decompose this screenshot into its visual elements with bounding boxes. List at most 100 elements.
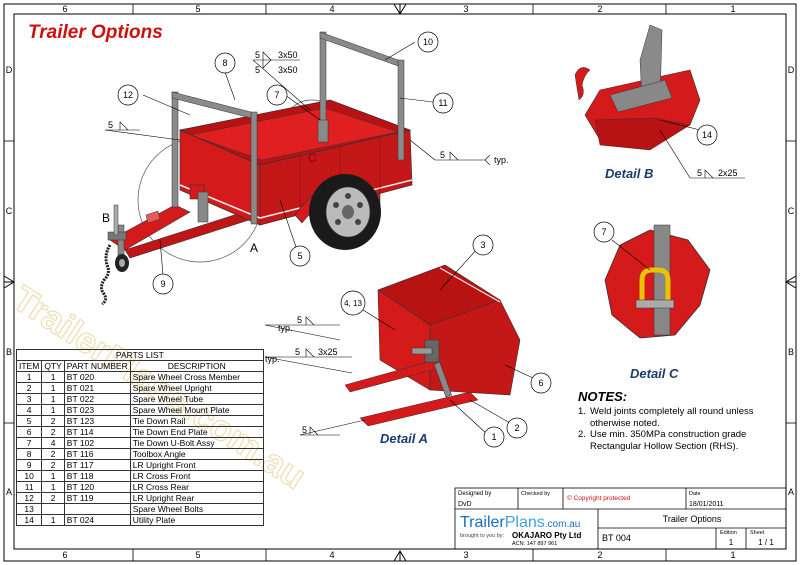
cell-item: 1 — [15, 371, 43, 383]
cell-part-number: BT 021 — [63, 382, 131, 394]
cell-part-number: BT 118 — [63, 470, 131, 482]
note-item: 1.Weld joints completely all round unles… — [578, 406, 778, 429]
cell-qty: 4 — [41, 437, 65, 449]
sheet-label: Sheet — [750, 530, 765, 536]
balloon-7: 7 — [274, 90, 279, 100]
designed-by-value: DvD — [458, 501, 472, 508]
weld-typ-a1: typ. — [278, 323, 293, 333]
detail-a-label: Detail A — [380, 431, 428, 446]
letter-b: B — [102, 211, 110, 225]
brought-by: brought to you by: — [460, 533, 505, 539]
parts-list-title: PARTS LIST — [16, 349, 264, 361]
company-name: OKAJARO Pty Ltd — [512, 531, 581, 540]
cell-qty: 1 — [41, 393, 65, 405]
col-description: DESCRIPTION — [129, 360, 264, 372]
weld-typ-side: typ. — [494, 155, 509, 165]
grid-col-3-top: 3 — [463, 4, 468, 14]
cell-item: 4 — [15, 404, 43, 416]
cell-qty: 2 — [41, 448, 65, 460]
cell-part-number: BT 120 — [63, 481, 131, 493]
cell-item: 14 — [15, 514, 43, 526]
cell-qty: 2 — [41, 459, 65, 471]
cell-qty: 2 — [41, 426, 65, 438]
weld-5-a3: 5 — [302, 425, 307, 435]
weld-3x50-top: 3x50 — [278, 50, 298, 60]
cell-item: 5 — [15, 415, 43, 427]
balloon-10: 8 — [222, 58, 227, 68]
date-value: 18/01/2011 — [689, 501, 724, 508]
cell-item: 11 — [15, 481, 43, 493]
balloon-14: 14 — [702, 130, 712, 140]
cell-description: Spare Wheel Mount Plate — [129, 404, 264, 416]
detail-c-label: Detail C — [630, 366, 679, 381]
company-acn: ACN: 147 897 961 — [512, 541, 557, 547]
letter-c: C — [308, 151, 317, 165]
cell-item: 9 — [15, 459, 43, 471]
grid-row-b-left: B — [6, 347, 12, 357]
edition-label: Edition — [720, 530, 737, 536]
cell-description: LR Cross Rear — [129, 481, 264, 493]
detail-c-view — [604, 224, 711, 339]
cell-description: Tie Down Rail — [129, 415, 264, 427]
grid-row-a-left: A — [6, 487, 12, 497]
cell-description: LR Upright Rear — [129, 492, 264, 504]
cell-part-number: BT 102 — [63, 437, 131, 449]
grid-col-1-top: 1 — [730, 4, 735, 14]
grid-row-a-right: A — [788, 487, 794, 497]
cell-part-number: BT 020 — [63, 371, 131, 383]
balloon-1: 1 — [491, 432, 496, 442]
cell-qty: 2 — [41, 492, 65, 504]
balloon-12: 11 — [438, 98, 447, 108]
note-item: 2.Use min. 350MPa construction grade Rec… — [578, 429, 778, 452]
grid-col-4-top: 4 — [329, 4, 334, 14]
brand-trailer: Trailer — [460, 514, 505, 531]
sheet-title: Trailer Options — [663, 514, 722, 524]
cell-description: Tie Down U-Bolt Assy — [129, 437, 264, 449]
cell-qty: 1 — [41, 514, 65, 526]
cell-item: 6 — [15, 426, 43, 438]
cell-qty: 1 — [41, 382, 65, 394]
grid-col-1-bot: 1 — [730, 550, 735, 560]
balloon-8: 9 — [160, 279, 165, 289]
parts-list-table: PARTS LIST ITEM QTY PART NUMBER DESCRIPT… — [15, 349, 264, 526]
grid-col-4-bot: 4 — [329, 550, 334, 560]
note-text: Weld joints completely all round unless … — [590, 406, 754, 429]
cell-part-number: BT 023 — [63, 404, 131, 416]
cell-item: 7 — [15, 437, 43, 449]
grid-col-6-top: 6 — [62, 4, 67, 14]
cell-part-number: BT 116 — [63, 448, 131, 460]
grid-col-3-bot: 3 — [463, 550, 468, 560]
checked-by-label: Checked by — [521, 491, 550, 497]
letter-a: A — [250, 241, 258, 255]
balloon-7c: 7 — [601, 227, 606, 237]
cell-qty: 1 — [41, 371, 65, 383]
cell-part-number: BT 022 — [63, 393, 131, 405]
designed-by-label: Designed by — [458, 491, 491, 497]
cell-description: Spare Wheel Tube — [129, 393, 264, 405]
cell-part-number: BT 123 — [63, 415, 131, 427]
weld-5-top: 5 — [255, 50, 260, 60]
brand-domain: .com.au — [545, 519, 581, 530]
grid-col-2-top: 2 — [597, 4, 602, 14]
drawing-number: BT 004 — [602, 533, 631, 543]
grid-row-c-right: C — [788, 206, 795, 216]
grid-col-2-bot: 2 — [597, 550, 602, 560]
main-trailer-view — [100, 31, 413, 306]
note-number: 2. — [578, 429, 586, 440]
cell-description: Spare Wheel Bolts — [129, 503, 264, 515]
grid-row-c-left: C — [6, 206, 13, 216]
cell-item: 12 — [15, 492, 43, 504]
grid-col-5-bot: 5 — [195, 550, 200, 560]
notes-list: 1.Weld joints completely all round unles… — [578, 406, 778, 452]
balloon-2: 2 — [514, 423, 519, 433]
